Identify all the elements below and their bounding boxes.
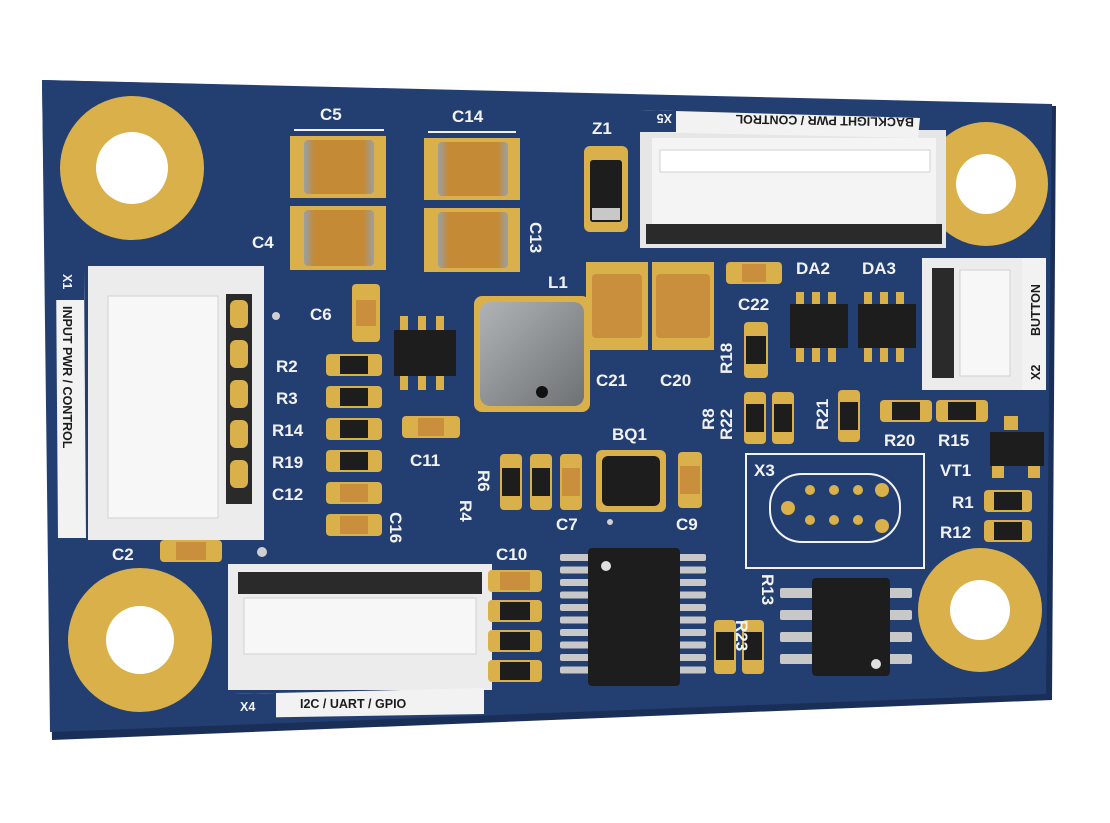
label-r13: R13 [758, 574, 777, 605]
connector-x4 [228, 564, 492, 690]
x4-caption-bg [234, 688, 484, 718]
crystal-bq1 [596, 450, 666, 512]
inductor-l1 [474, 296, 590, 412]
resistors-r1-r12 [984, 490, 1032, 542]
resistors-r23-r13 [714, 620, 764, 674]
label-r4: R4 [456, 500, 475, 522]
label-c21: C21 [596, 371, 627, 390]
label-r18: R18 [717, 343, 736, 374]
label-c14: C14 [452, 107, 484, 126]
ic-soic-main [560, 548, 706, 686]
cap-c2 [160, 540, 222, 562]
label-r8: R8 [699, 408, 718, 430]
label-r19: R19 [272, 453, 303, 472]
label-r15: R15 [938, 431, 969, 450]
label-da3: DA3 [862, 259, 896, 278]
label-r14: R14 [272, 421, 304, 440]
cap-c5 [290, 136, 386, 198]
resistor-r18 [744, 322, 768, 378]
diode-z1 [584, 146, 628, 232]
mount-hole-bottom-left [68, 568, 212, 712]
label-da2: DA2 [796, 259, 830, 278]
transistor-vt1 [990, 416, 1044, 478]
ic-sot6 [394, 316, 456, 390]
caption-x1: INPUT PWR / CONTROL [60, 306, 74, 449]
label-c4: C4 [252, 233, 274, 252]
cap-c14 [424, 138, 520, 200]
resistor-column-left [326, 354, 382, 536]
label-x4: X4 [240, 700, 255, 714]
programming-header-x3 [745, 453, 925, 569]
label-c2: C2 [112, 545, 134, 564]
caption-x5: BACKLIGHT PWR / CONTROL [735, 112, 914, 129]
label-vt1: VT1 [940, 461, 971, 480]
label-c16: C16 [386, 512, 405, 543]
cap-c21 [586, 262, 648, 350]
label-c11: C11 [410, 451, 440, 470]
label-x1: X1 [60, 274, 74, 289]
label-c22: C22 [738, 295, 769, 314]
label-r20: R20 [884, 431, 915, 450]
cap-c11 [402, 416, 460, 438]
label-c5: C5 [320, 105, 342, 124]
ic-soic8 [780, 578, 912, 676]
x1-caption-bg [56, 270, 86, 538]
label-c7: C7 [556, 515, 578, 534]
mount-hole-top-left [60, 96, 204, 240]
label-c20: C20 [660, 371, 691, 390]
caption-x4: I2C / UART / GPIO [300, 697, 407, 711]
label-r22: R22 [717, 409, 736, 440]
label-l1: L1 [548, 273, 568, 292]
cap-c22 [726, 262, 782, 284]
ic-da2 [790, 292, 848, 362]
label-r21: R21 [813, 399, 832, 430]
label-z1: Z1 [592, 119, 612, 138]
resistors-r8-r22-r21 [744, 390, 860, 444]
ic-da3 [858, 292, 916, 362]
label-r6: R6 [474, 470, 493, 492]
caption-x2: BUTTON [1029, 284, 1043, 336]
label-c12: C12 [272, 485, 303, 504]
parts-r4-r6-c7 [500, 454, 582, 510]
mount-hole-top-right [924, 122, 1048, 246]
connector-x2 [922, 258, 1022, 390]
label-r1: R1 [952, 493, 974, 512]
cap-c10-column [488, 570, 542, 682]
label-x3: X3 [754, 461, 775, 480]
label-c10: C10 [496, 545, 527, 564]
label-c6: C6 [310, 305, 332, 324]
label-c13: C13 [526, 222, 545, 253]
label-bq1: BQ1 [612, 425, 647, 444]
cap-c6 [352, 284, 380, 342]
label-x5: X5 [657, 111, 672, 125]
label-r3: R3 [276, 389, 298, 408]
label-r2: R2 [276, 357, 298, 376]
label-c9: C9 [676, 515, 698, 534]
connector-x1 [88, 266, 264, 540]
label-r12: R12 [940, 523, 971, 542]
resistors-r20-r15 [880, 400, 988, 422]
label-x2: X2 [1029, 365, 1043, 380]
cap-c4 [290, 206, 386, 270]
connector-x5 [640, 130, 946, 248]
mount-hole-bottom-right [918, 548, 1042, 672]
cap-c20 [652, 262, 714, 350]
cap-c13 [424, 208, 520, 272]
x5-caption-bg [640, 110, 920, 138]
cap-c9 [678, 452, 702, 508]
label-r23: R23 [732, 620, 751, 651]
